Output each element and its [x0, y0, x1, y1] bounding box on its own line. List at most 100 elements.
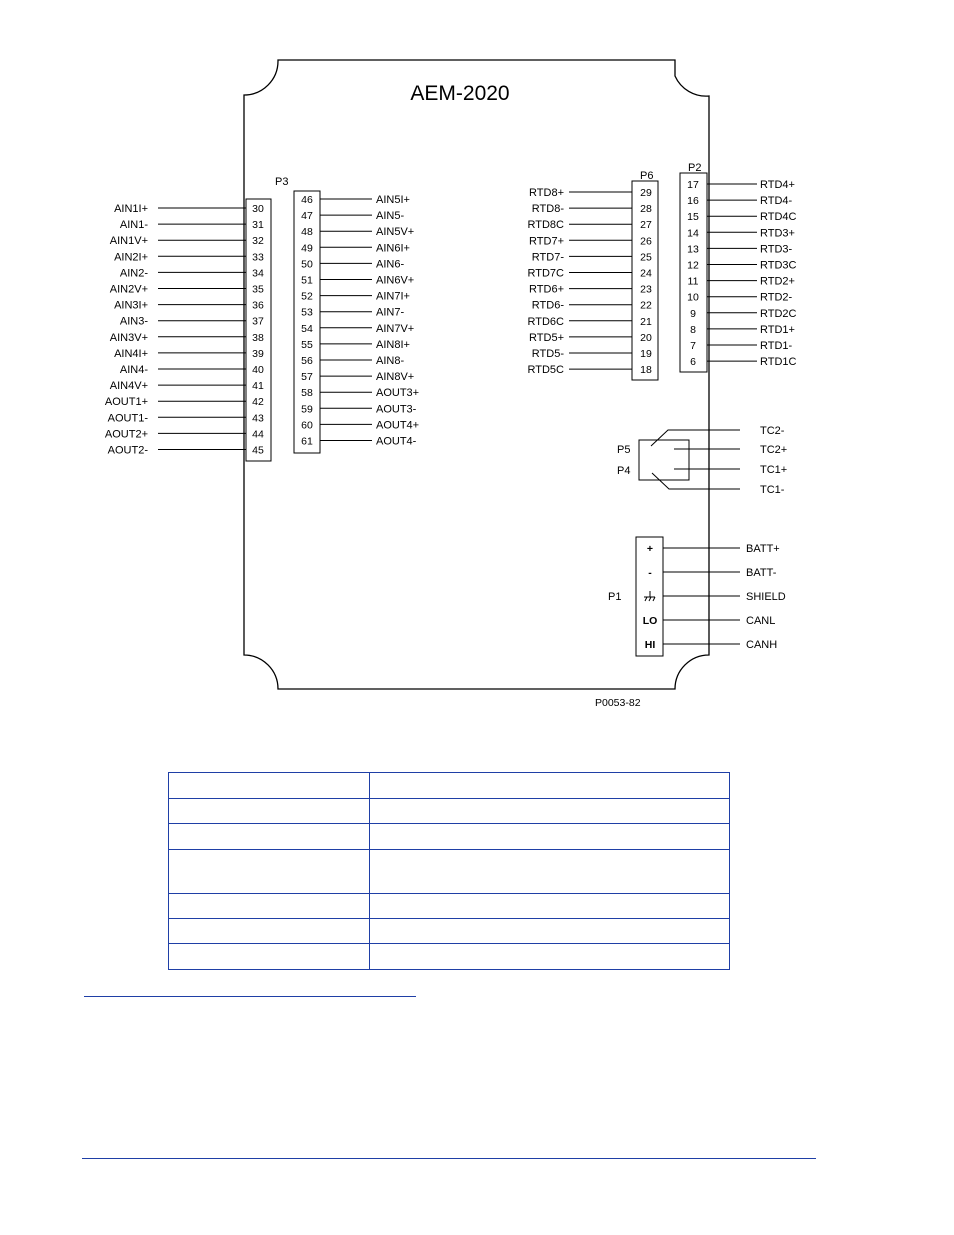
signal-ain5vplus: AIN5V+	[376, 226, 414, 238]
connector-label-p5: P5	[617, 444, 630, 456]
pin-24: 24	[640, 268, 652, 280]
pin-55: 55	[301, 339, 313, 351]
table-row	[168, 798, 730, 824]
signal-ain7iplus: AIN7I+	[376, 291, 410, 303]
signal-rtd8plus: RTD8+	[529, 187, 564, 199]
pin-plus: +	[647, 543, 653, 555]
signal-rtd6c: RTD6C	[528, 316, 565, 328]
pin-53: 53	[301, 307, 313, 319]
pin-43: 43	[252, 412, 264, 424]
signal-rtd5c: RTD5C	[528, 364, 565, 376]
signal-aout2plus: AOUT2+	[105, 428, 148, 440]
signal-rtd2c: RTD2C	[760, 308, 797, 320]
pin-39: 39	[252, 348, 264, 360]
signal-rtd1minus: RTD1-	[760, 340, 793, 352]
table-cell	[168, 943, 370, 970]
signal-ain8minus: AIN8-	[376, 355, 404, 367]
pin-8: 8	[690, 324, 696, 336]
signal-rtd4minus: RTD4-	[760, 195, 793, 207]
signal-ain1minus: AIN1-	[120, 219, 148, 231]
signal-ain1iplus: AIN1I+	[114, 203, 148, 215]
table-cell	[168, 893, 370, 919]
connector-label-p6: P6	[640, 170, 653, 182]
tc1-minus-label: TC1-	[760, 484, 785, 496]
p3-left-terminal-block	[245, 198, 272, 462]
table-cell	[369, 798, 730, 824]
signal-rtd7minus: RTD7-	[532, 251, 565, 263]
p3-right-terminal-block	[293, 190, 321, 454]
pin-34: 34	[252, 267, 264, 279]
signal-aout4plus: AOUT4+	[376, 419, 419, 431]
connector-label-p4: P4	[617, 465, 630, 477]
signal-ain6iplus: AIN6I+	[376, 242, 410, 254]
pin-14: 14	[687, 227, 699, 239]
signal-rtd7c: RTD7C	[528, 268, 565, 280]
pin-27: 27	[640, 219, 652, 231]
pin-49: 49	[301, 242, 313, 254]
signal-rtd1plus: RTD1+	[760, 324, 795, 336]
pin-13: 13	[687, 243, 699, 255]
pin-lo: LO	[643, 615, 658, 627]
pin-28: 28	[640, 203, 652, 215]
module-title: AEM-2020	[410, 82, 509, 105]
signal-rtd8minus: RTD8-	[532, 203, 565, 215]
pin-40: 40	[252, 364, 264, 376]
pin-61: 61	[301, 436, 313, 448]
pin-26: 26	[640, 235, 652, 247]
section-rule	[84, 996, 416, 997]
pin-15: 15	[687, 211, 699, 223]
pin-42: 42	[252, 396, 264, 408]
signal-ain3iplus: AIN3I+	[114, 300, 148, 312]
tc2-plus-label: TC2+	[760, 444, 787, 456]
pin-16: 16	[687, 195, 699, 207]
table-row	[168, 943, 730, 970]
signal-aout4minus: AOUT4-	[376, 436, 417, 448]
table-row	[168, 772, 730, 799]
tc2-minus-label: TC2-	[760, 425, 785, 437]
pin-29: 29	[640, 187, 652, 199]
signal-ain8vplus: AIN8V+	[376, 371, 414, 383]
pin-9: 9	[690, 308, 696, 320]
connector-label-p3: P3	[275, 176, 288, 188]
pin-52: 52	[301, 291, 313, 303]
module-outline	[243, 59, 710, 690]
table-row	[168, 893, 730, 919]
pin-60: 60	[301, 419, 313, 431]
pin-44: 44	[252, 428, 264, 440]
pin-41: 41	[252, 380, 264, 392]
signal-ain4iplus: AIN4I+	[114, 348, 148, 360]
ground-icon	[644, 591, 656, 602]
signal-rtd1c: RTD1C	[760, 356, 797, 368]
pin-57: 57	[301, 371, 313, 383]
signal-ain3vplus: AIN3V+	[110, 332, 148, 344]
pin-58: 58	[301, 387, 313, 399]
p6-terminal-block	[631, 180, 659, 381]
pin-32: 32	[252, 235, 264, 247]
pin-46: 46	[301, 194, 313, 206]
signal-aout2minus: AOUT2-	[108, 445, 149, 457]
pin-45: 45	[252, 445, 264, 457]
signal-ain3minus: AIN3-	[120, 316, 148, 328]
tc1-plus-label: TC1+	[760, 464, 787, 476]
signal-rtd3c: RTD3C	[760, 260, 797, 272]
signal-rtd4c: RTD4C	[760, 211, 797, 223]
signal-ain2vplus: AIN2V+	[110, 284, 148, 296]
pin-35: 35	[252, 284, 264, 296]
pin-hi: HI	[645, 639, 656, 651]
pin-31: 31	[252, 219, 264, 231]
pin-rows: 30AIN1I+31AIN1-32AIN1V+33AIN2I+34AIN2-35…	[105, 179, 797, 651]
signal-rtd8c: RTD8C	[528, 219, 565, 231]
signal-rtd6minus: RTD6-	[532, 300, 565, 312]
signal-canh: CANH	[746, 639, 777, 651]
pin-51: 51	[301, 275, 313, 287]
signal-ain2minus: AIN2-	[120, 267, 148, 279]
signal-rtd3minus: RTD3-	[760, 243, 793, 255]
signal-ain5minus: AIN5-	[376, 210, 404, 222]
pin-17: 17	[687, 179, 699, 191]
signal-ain4minus: AIN4-	[120, 364, 148, 376]
pin-59: 59	[301, 403, 313, 415]
pin-6: 6	[690, 356, 696, 368]
pin-19: 19	[640, 348, 652, 360]
thermocouple-leads	[650, 429, 740, 490]
figure-id: P0053-82	[595, 697, 641, 709]
